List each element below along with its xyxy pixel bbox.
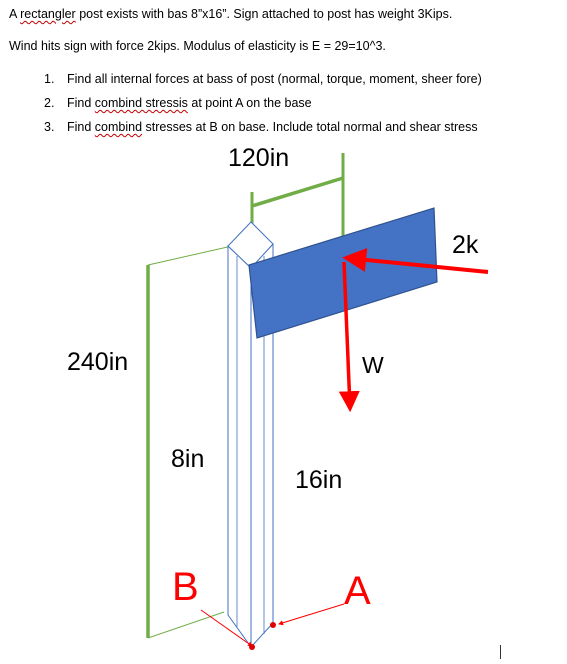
item-number: 2. bbox=[44, 96, 55, 110]
line-1-pre: A bbox=[9, 7, 21, 21]
problem-line-2: Wind hits sign with force 2kips. Modulus… bbox=[9, 39, 386, 53]
point-b-pointer bbox=[200, 609, 253, 647]
item-text-post: stresses at B on base. Include total nor… bbox=[142, 120, 478, 134]
label-point-a: A bbox=[344, 569, 371, 613]
label-width: 16in bbox=[295, 466, 342, 494]
height-extension-top bbox=[147, 245, 233, 266]
post-top-face bbox=[227, 221, 274, 269]
weight-arrow bbox=[338, 261, 360, 413]
post bbox=[227, 221, 274, 649]
label-force: 2k bbox=[452, 231, 479, 259]
text-cursor bbox=[500, 645, 501, 659]
item-number: 1. bbox=[44, 72, 55, 86]
line-1-post: post exists with bas 8”x16”. Sign attach… bbox=[75, 7, 453, 21]
label-weight: W bbox=[362, 352, 384, 378]
label-point-b: B bbox=[172, 565, 199, 609]
item-text: Find all internal forces at bass of post… bbox=[67, 71, 482, 87]
point-a-pointer bbox=[278, 603, 345, 626]
item-text-pre: Find all internal forces at bass of post… bbox=[67, 72, 482, 86]
height-extension-bottom bbox=[147, 611, 225, 639]
item-number: 3. bbox=[44, 120, 55, 134]
point-b-dot bbox=[249, 644, 255, 650]
misspelled-word: rectangler bbox=[20, 7, 76, 21]
label-height: 240in bbox=[67, 348, 128, 376]
label-width-top: 120in bbox=[228, 144, 289, 172]
item-text-pre: Find bbox=[67, 96, 95, 110]
wind-force-arrow bbox=[342, 247, 489, 274]
item-text: Find combind stresses at B on base. Incl… bbox=[67, 119, 478, 135]
post-front-face bbox=[227, 244, 252, 649]
width-top-dimension-line bbox=[251, 176, 344, 208]
item-text-pre: Find bbox=[67, 120, 95, 134]
item-text-post: at point A on the base bbox=[187, 96, 312, 110]
label-depth: 8in bbox=[171, 445, 204, 473]
item-text-underlined: combind bbox=[94, 120, 143, 134]
problem-line-1: A rectangler post exists with bas 8”x16”… bbox=[9, 6, 452, 22]
item-text-underlined: combind stressis bbox=[94, 96, 188, 110]
point-a-dot bbox=[270, 622, 276, 628]
item-text: Find combind stressis at point A on the … bbox=[67, 95, 312, 111]
